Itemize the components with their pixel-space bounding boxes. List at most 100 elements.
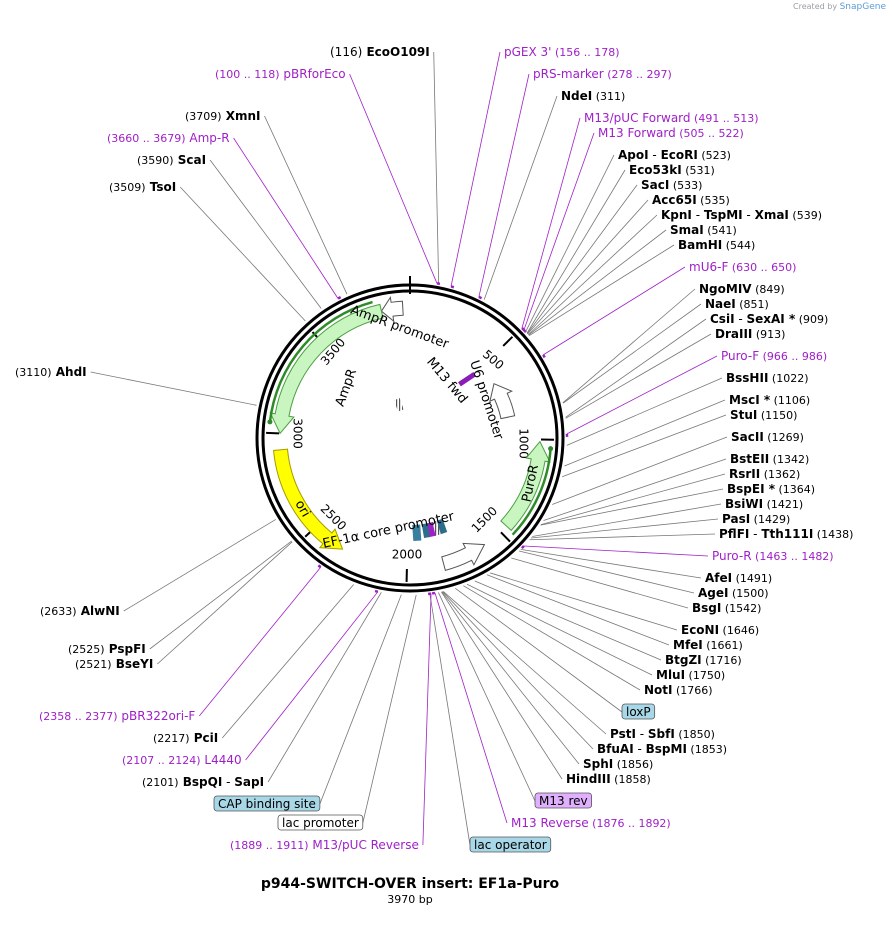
- site-label-text: M13 Forward (505 .. 522): [598, 126, 744, 140]
- site-label-text: Acc65I (535): [652, 193, 730, 207]
- leader-line: [543, 458, 727, 521]
- site-label-2521-bseyi: (2521) BseYI: [75, 657, 153, 671]
- label-part: PspFI: [105, 642, 146, 656]
- label-part: (116): [330, 45, 362, 59]
- label-part: (2525): [68, 643, 105, 656]
- site-label-text: M13/pUC Forward (491 .. 513): [584, 111, 759, 125]
- site-label-bsiwi-1421: BsiWI (1421): [725, 497, 803, 511]
- label-part: (2217): [153, 732, 190, 745]
- tick-label: 3000: [291, 418, 305, 449]
- leader-line: [523, 545, 709, 557]
- site-label-text: Eco53kI (531): [629, 163, 715, 177]
- leader-line: [443, 591, 607, 735]
- label-part: -: [636, 727, 648, 741]
- label-part: BspQI: [179, 775, 223, 789]
- leader-line: [441, 591, 580, 765]
- label-part: (909): [795, 313, 828, 326]
- site-label-econi-1646: EcoNI (1646): [681, 623, 759, 637]
- label-part: (3110): [15, 366, 52, 379]
- site-label-text: (2217) PciI: [153, 731, 218, 745]
- inner-label-ampr: AmpR: [333, 367, 360, 409]
- label-part: AlwNI: [77, 604, 120, 618]
- site-label-m13-puc-forward-491-513: M13/pUC Forward (491 .. 513): [584, 111, 759, 125]
- label-part: loxP: [626, 705, 651, 719]
- label-part: NaeI: [705, 297, 736, 311]
- label-part: (3709): [185, 110, 222, 123]
- site-label-hindiii-1858: HindIII (1858): [566, 772, 651, 786]
- site-label-sacii-1269: SacII (1269): [731, 430, 804, 444]
- label-part: SexAI *: [747, 312, 796, 326]
- site-label-text: (100 .. 118) pBRforEco: [215, 67, 346, 81]
- site-label-csii-sexai-909: CsiI - SexAI * (909): [710, 312, 828, 326]
- label-part: TspMI: [704, 208, 743, 222]
- leader-line: [490, 572, 678, 631]
- label-part: BsgI: [692, 601, 721, 615]
- label-part: SmaI: [670, 223, 704, 237]
- primer-site-mark: [523, 329, 527, 334]
- label-part: BseYI: [112, 657, 154, 671]
- site-label-text: (2633) AlwNI: [40, 604, 120, 618]
- label-part: Eco53kI: [629, 163, 682, 177]
- m13-rev-box: [425, 522, 436, 538]
- site-label-text: (3660 .. 3679) Amp-R: [107, 131, 230, 145]
- label-part: -: [222, 775, 234, 789]
- label-part: -: [749, 527, 761, 541]
- ori-arrow: [273, 448, 344, 550]
- leader-line: [199, 566, 322, 717]
- site-label-text: (2358 .. 2377) pBR322ori-F: [39, 709, 195, 723]
- tick-label: 1000: [516, 428, 530, 459]
- label-part: (100 .. 118): [215, 68, 280, 81]
- site-label-2107-2124-l4440: (2107 .. 2124) L4440: [122, 753, 242, 767]
- label-part: BspEI *: [727, 482, 776, 496]
- label-part: (1463 .. 1482): [752, 550, 834, 563]
- site-label-text: (116) EcoO109I: [330, 45, 430, 59]
- label-part: NotI: [644, 683, 673, 697]
- puror-arrow: [500, 440, 551, 532]
- label-part: EcoNI: [681, 623, 719, 637]
- leader-line: [526, 184, 638, 334]
- site-label-stui-1150: StuI (1150): [730, 408, 797, 422]
- label-part: (541): [704, 224, 737, 237]
- label-part: TsoI: [146, 180, 177, 194]
- leader-line: [562, 288, 696, 403]
- label-part: (849): [752, 283, 785, 296]
- label-part: (3590): [137, 154, 174, 167]
- site-label-text: (3110) AhdI: [15, 365, 87, 379]
- label-part: M13 Forward: [598, 126, 676, 140]
- site-label-text: PflFI - Tth111I (1438): [719, 527, 853, 541]
- leader-line: [527, 199, 649, 335]
- primer-site-mark: [374, 589, 379, 593]
- leader-line: [349, 73, 438, 284]
- label-part: (491 .. 513): [691, 112, 759, 125]
- site-label-m13-reverse-1876-1892: M13 Reverse (1876 .. 1892): [511, 816, 671, 830]
- leader-line: [511, 557, 689, 609]
- leader-line: [530, 518, 719, 539]
- site-label-lac-promoter: lac promoter: [277, 814, 364, 831]
- label-part: mU6-F: [689, 260, 728, 274]
- loxP-box: [431, 520, 441, 536]
- leader-line: [438, 592, 536, 802]
- label-part: (1421): [763, 498, 803, 511]
- site-label-pflfi-tth111i-1438: PflFI - Tth111I (1438): [719, 527, 853, 541]
- site-label-bsteii-1342: BstEII (1342): [730, 452, 809, 466]
- site-label-cap-binding-site: CAP binding site: [213, 795, 321, 812]
- label-part: (913): [752, 328, 785, 341]
- site-label-text: StuI (1150): [730, 408, 797, 422]
- leader-line: [564, 399, 726, 467]
- site-label-noti-1766: NotI (1766): [644, 683, 713, 697]
- label-part: (2107 .. 2124): [122, 754, 201, 767]
- label-part: AhdI: [52, 365, 87, 379]
- label-part: EcoRI: [661, 148, 698, 162]
- tick-label: 2000: [392, 547, 423, 561]
- label-part: PstI: [610, 727, 636, 741]
- label-part: (523): [698, 149, 731, 162]
- site-label-loxp: loxP: [621, 703, 656, 720]
- label-part: (1853): [687, 743, 727, 756]
- label-part: NdeI: [561, 89, 592, 103]
- leader-line: [442, 591, 594, 750]
- site-label-pasi-1429: PasI (1429): [722, 512, 790, 526]
- leader-line: [521, 117, 581, 329]
- primer-site-mark: [436, 282, 441, 286]
- site-label-text: BsgI (1542): [692, 601, 761, 615]
